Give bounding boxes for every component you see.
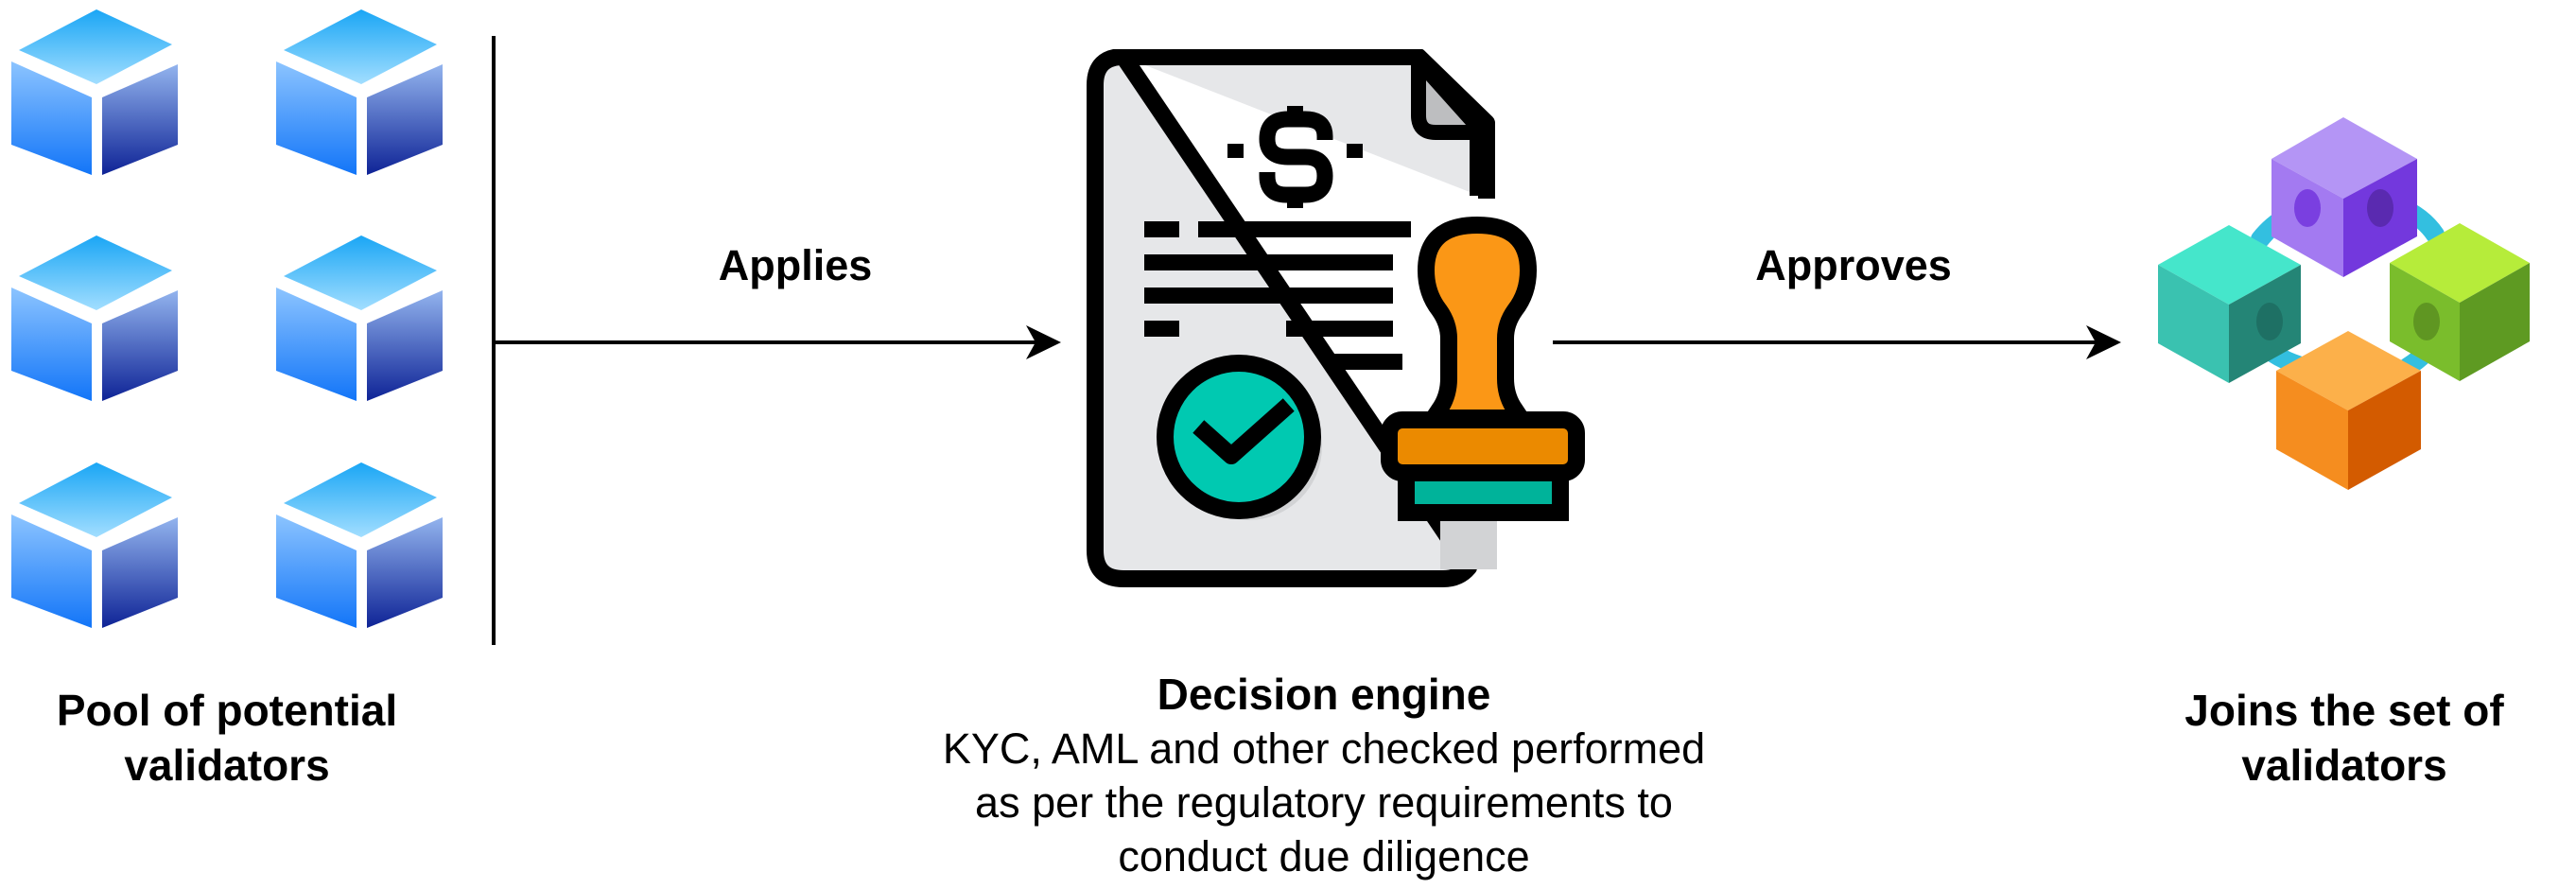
engine-description-line-1: KYC, AML and other checked performed <box>942 724 1706 773</box>
applies-arrow <box>494 325 1061 359</box>
stamp-icon <box>1381 217 1585 569</box>
approves-arrow <box>1553 325 2121 359</box>
validators-caption-line-2: validators <box>2241 741 2447 790</box>
pool-caption-line-2: validators <box>124 741 330 790</box>
approves-label: Approves <box>1755 241 1952 289</box>
block-teal <box>2158 225 2301 383</box>
engine-title: Decision engine <box>1157 670 1491 719</box>
pool-caption: Pool of potential validators <box>57 683 397 793</box>
engine-description-line-3: conduct due diligence <box>1118 832 1530 880</box>
document-text-lines <box>1144 221 1411 370</box>
document-fold <box>1411 53 1490 140</box>
pool-caption-line-1: Pool of potential <box>56 686 398 735</box>
engine-caption: Decision engine KYC, AML and other check… <box>943 667 1705 883</box>
engine-description-line-2: as per the regulatory requirements to <box>975 778 1673 827</box>
block-green <box>2390 223 2530 381</box>
block-purple <box>2271 117 2417 277</box>
check-circle-icon <box>1157 355 1322 520</box>
validators-caption-line-1: Joins the set of <box>2184 686 2504 735</box>
applies-label: Applies <box>718 241 873 289</box>
validators-caption: Joins the set of validators <box>2184 683 2503 793</box>
blockchain-network-icon <box>2147 102 2553 509</box>
approves-arrowhead <box>2086 325 2121 359</box>
block-orange <box>2276 331 2421 490</box>
dollar-icon <box>1227 106 1363 208</box>
applies-arrowhead <box>1026 325 1061 359</box>
approved-document-stamp-icon <box>1086 49 1596 598</box>
